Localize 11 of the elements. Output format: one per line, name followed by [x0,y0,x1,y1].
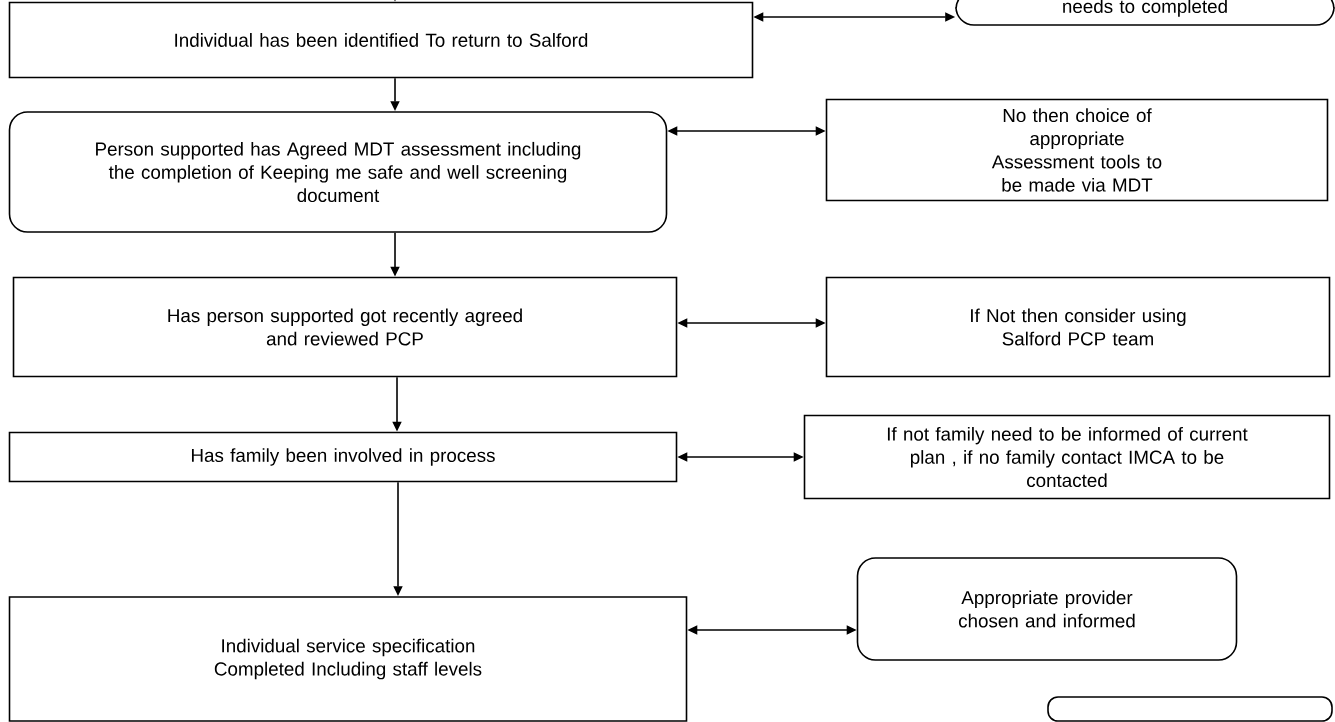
rounded-box: Appropriate provider chosen and informed [856,557,1238,661]
rounded-box [1047,696,1333,722]
process-box: If Not then consider using Salford PCP team [825,276,1331,378]
process-box: Individual service specification Completed Including staff levels [8,596,688,722]
process-box: Individual has been identified To return to Salford [8,1,754,79]
rounded-box: Person supported has Agreed MDT assessment including the completion of Keeping me safe and well screening document [8,111,668,233]
process-box: If not family need to be informed of current plan , if no family contact IMCA to be contacted [803,414,1331,500]
process-box: No then choice of appropriate Assessment tools to be made via MDT [825,98,1329,202]
rounded-box: needs to completed [955,0,1335,26]
process-box: Has person supported got recently agreed and reviewed PCP [12,276,678,378]
process-box: Has family been involved in process [8,431,678,483]
